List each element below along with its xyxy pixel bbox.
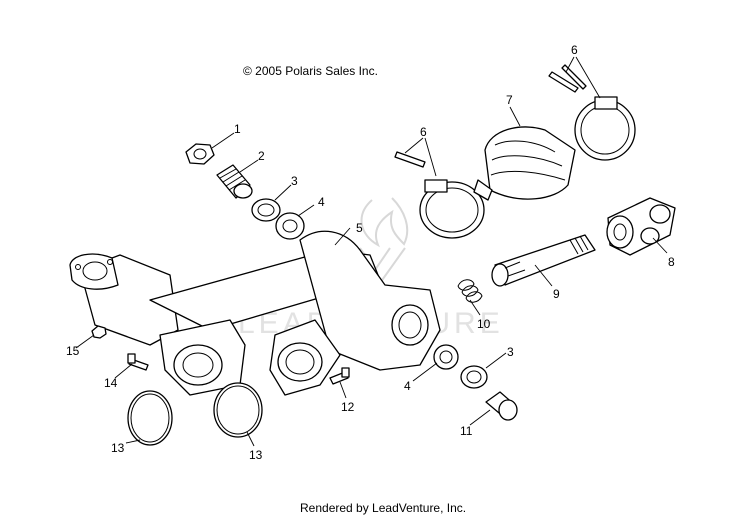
callout-3-upper: 3 [291,174,298,188]
callout-12: 12 [341,400,355,414]
o-ring-right-part [213,382,263,438]
seal-upper-part [251,198,281,222]
callout-5: 5 [356,221,363,235]
callout-9: 9 [553,287,560,301]
clamp-right-part [548,64,636,161]
spring-part [457,279,483,303]
grease-fitting-part [216,164,253,199]
callout-6-right: 6 [571,43,578,57]
plug-part [485,391,518,421]
hex-nut-part [185,143,215,165]
drive-shaft-part [491,234,596,287]
callout-10: 10 [477,317,491,331]
footer-text: Rendered by LeadVenture, Inc. [300,501,466,515]
leader-lines [75,56,668,447]
bolt-14-part [127,353,149,371]
callout-4-upper: 4 [318,195,325,209]
callout-8: 8 [668,255,675,269]
callouts: 1 2 3 4 5 6 6 7 8 9 10 3 4 11 12 13 13 1… [66,43,675,462]
callout-15: 15 [66,344,80,358]
o-ring-left-part [127,390,173,446]
bearing-upper-part [275,212,305,240]
callout-2: 2 [258,149,265,163]
callout-7: 7 [506,93,513,107]
bearing-lower-part [433,344,459,370]
bolt-12-part [329,367,350,385]
callout-14: 14 [104,376,118,390]
callout-4-lower: 4 [404,379,411,393]
clamp-left-part [394,151,485,239]
callout-13-left: 13 [111,441,125,455]
u-joint-part [606,197,676,256]
nut-15-part [91,325,107,339]
callout-13-right: 13 [249,448,263,462]
copyright-text: © 2005 Polaris Sales Inc. [243,64,378,78]
callout-1: 1 [234,122,241,136]
cv-boot-part [473,126,576,201]
seal-lower-part [460,365,488,389]
callout-3-lower: 3 [507,345,514,359]
callout-6-left: 6 [420,125,427,139]
swing-arm-housing-part [69,230,441,396]
callout-11: 11 [460,424,473,438]
